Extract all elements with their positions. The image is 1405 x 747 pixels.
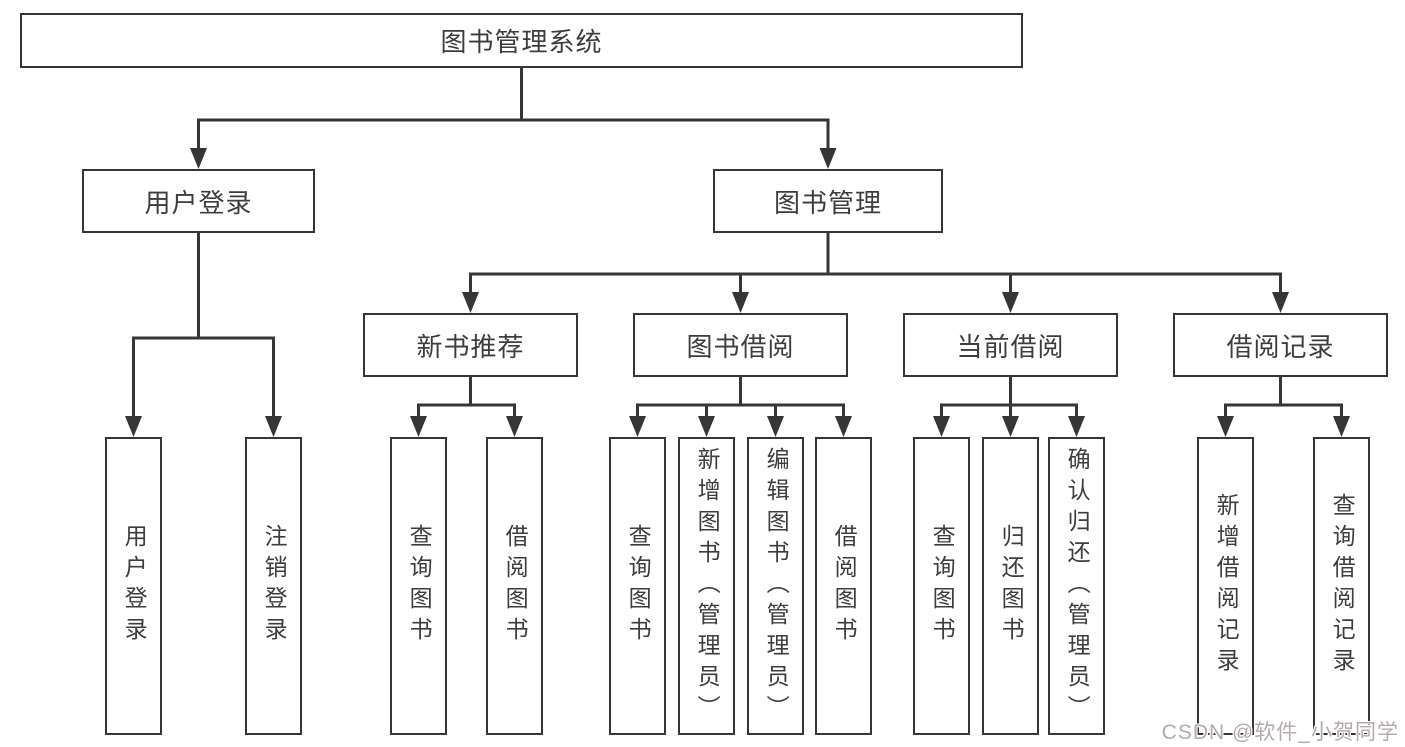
connector-user-login-to-children xyxy=(132,233,275,418)
arrowheads xyxy=(125,148,1350,437)
leaf-label: 查询图书 xyxy=(406,524,433,648)
arrow-down-icon xyxy=(1068,416,1085,437)
leaf-return-books: 归还图书 xyxy=(982,437,1039,735)
arrow-down-icon xyxy=(629,416,646,437)
leaf-label: 用户登录 xyxy=(121,524,148,648)
leaf-label: 查询借阅记录 xyxy=(1329,493,1356,679)
leaf-label: 注销登录 xyxy=(261,524,288,648)
leaf-query-borrow-record: 查询借阅记录 xyxy=(1313,437,1370,735)
leaf-query-books: 查询图书 xyxy=(390,437,447,735)
connector-new-book-rec-to-children xyxy=(417,377,516,420)
node-current-borrowing: 当前借阅 xyxy=(903,313,1118,377)
leaf-query-books: 查询图书 xyxy=(609,437,666,735)
arrow-down-icon xyxy=(410,416,427,437)
arrow-down-icon xyxy=(1002,416,1019,437)
connector-book-borrow-to-children xyxy=(636,377,845,420)
node-borrowing-records: 借阅记录 xyxy=(1173,313,1388,377)
arrow-down-icon xyxy=(462,292,479,313)
arrow-down-icon xyxy=(1002,292,1019,313)
leaf-label: 编辑图书（管理员） xyxy=(763,446,790,726)
leaf-edit-books-admin: 编辑图书（管理员） xyxy=(747,437,804,735)
leaf-borrow-books: 借阅图书 xyxy=(815,437,872,735)
connector-root-to-level1 xyxy=(197,68,830,150)
node-new-book-recommendation: 新书推荐 xyxy=(363,313,578,377)
leaf-label: 新增借阅记录 xyxy=(1213,493,1240,679)
node-book-borrowing: 图书借阅 xyxy=(633,313,848,377)
leaf-label: 借阅图书 xyxy=(502,524,529,648)
arrow-down-icon xyxy=(767,416,784,437)
arrow-down-icon xyxy=(819,148,837,169)
leaf-label: 查询图书 xyxy=(929,524,956,648)
connector-book-mgmt-to-level2 xyxy=(469,233,1282,295)
arrow-down-icon xyxy=(1272,292,1289,313)
leaf-user-login: 用户登录 xyxy=(105,437,162,735)
arrow-down-icon xyxy=(506,416,523,437)
leaf-logout: 注销登录 xyxy=(245,437,302,735)
leaf-label: 借阅图书 xyxy=(831,524,858,648)
leaf-label: 归还图书 xyxy=(998,524,1025,648)
node-library-management-system: 图书管理系统 xyxy=(20,13,1023,68)
arrow-down-icon xyxy=(190,148,207,169)
arrow-down-icon xyxy=(265,416,282,437)
arrow-down-icon xyxy=(1217,416,1234,437)
leaf-borrow-books: 借阅图书 xyxy=(486,437,543,735)
arrow-down-icon xyxy=(732,292,749,313)
leaf-query-books: 查询图书 xyxy=(913,437,970,735)
leaf-label: 新增图书（管理员） xyxy=(694,446,721,726)
connector-borrow-record-to-children xyxy=(1224,377,1343,420)
arrow-down-icon xyxy=(933,416,950,437)
leaf-label: 查询图书 xyxy=(625,524,652,648)
leaf-add-books-admin: 新增图书（管理员） xyxy=(678,437,735,735)
arrow-down-icon xyxy=(698,416,715,437)
node-book-management: 图书管理 xyxy=(713,169,943,233)
arrow-down-icon xyxy=(1333,416,1350,437)
arrow-down-icon xyxy=(835,416,852,437)
leaf-add-borrow-record: 新增借阅记录 xyxy=(1197,437,1254,735)
connector-current-borrow-to-children xyxy=(940,377,1078,420)
arrow-down-icon xyxy=(125,416,142,437)
node-user-login: 用户登录 xyxy=(82,169,315,233)
leaf-label: 确认归还（管理员） xyxy=(1064,446,1091,726)
leaf-confirm-return-admin: 确认归还（管理员） xyxy=(1048,437,1105,735)
csdn-watermark: CSDN @软件_小贺同学 xyxy=(1161,721,1399,744)
